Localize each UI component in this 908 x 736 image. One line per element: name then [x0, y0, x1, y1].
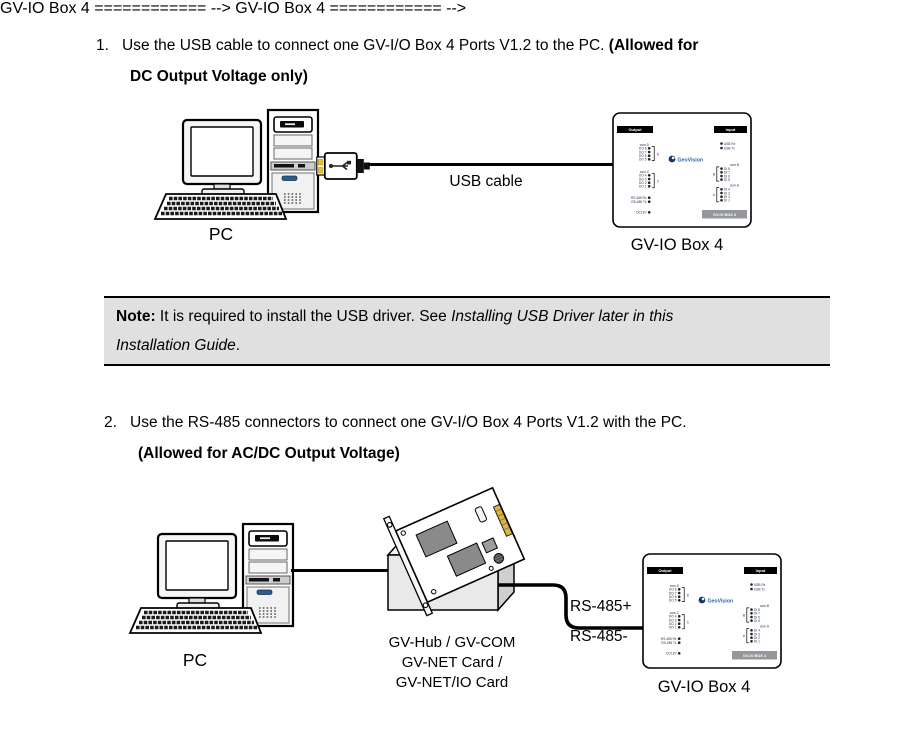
instruction-1-bold-line2: DC Output Voltage only) [130, 68, 308, 85]
list-number: 1. [96, 37, 109, 54]
note-italic-1: Installing USB Driver later in this [451, 308, 674, 325]
note-period: . [235, 337, 241, 354]
pc-illustration-1 [150, 106, 320, 226]
hub-caption-line1: GV-Hub / GV-COM [388, 634, 516, 651]
pc-illustration-2 [125, 520, 295, 640]
hub-caption: GV-Hub / GV-COM GV-NET Card / GV-NET/IO … [363, 633, 541, 693]
rs485-cable-line [498, 583, 647, 630]
rs485-plus-label: RS-485+ [570, 598, 632, 615]
hub-caption-line3: GV-NET/IO Card [395, 674, 509, 691]
io-box-illustration-1 [612, 111, 752, 229]
instruction-2-text: Use the RS-485 connectors to connect one… [130, 407, 687, 469]
io-box-illustration-2 [642, 553, 782, 669]
hub-caption-line2: GV-NET Card / [401, 654, 503, 671]
pc-label-1: PC [208, 224, 234, 244]
note-box: Note: It is required to install the USB … [104, 296, 830, 366]
gv-hub-illustration [382, 486, 526, 617]
instruction-1: 1. Use the USB cable to connect one GV-I… [96, 30, 836, 92]
instruction-1-bold: (Allowed for [608, 37, 699, 54]
list-number: 2. [104, 414, 117, 431]
pc-to-hub-line [291, 569, 392, 572]
pci-card-icon [382, 486, 526, 617]
note-body: It is required to install the USB driver… [155, 308, 452, 325]
io-box-caption-1: GV-IO Box 4 [630, 236, 724, 254]
instruction-2: 2. Use the RS-485 connectors to connect … [104, 407, 844, 469]
usb-cable-label: USB cable [449, 173, 523, 190]
usb-cable-line [368, 163, 614, 166]
instruction-1-text: Use the USB cable to connect one GV-I/O … [122, 30, 698, 92]
note-label: Note: [116, 308, 156, 325]
instruction-2-bold-line2: (Allowed for AC/DC Output Voltage) [138, 445, 400, 462]
usb-plug-icon [316, 152, 370, 180]
instruction-1-body: Use the USB cable to connect one GV-I/O … [122, 37, 605, 54]
pc-label-2: PC [182, 650, 208, 670]
rs485-minus-label: RS-485- [570, 628, 628, 645]
instruction-2-body: Use the RS-485 connectors to connect one… [130, 414, 687, 431]
io-box-caption-2: GV-IO Box 4 [657, 678, 751, 696]
note-italic-2: Installation Guide [116, 337, 236, 354]
